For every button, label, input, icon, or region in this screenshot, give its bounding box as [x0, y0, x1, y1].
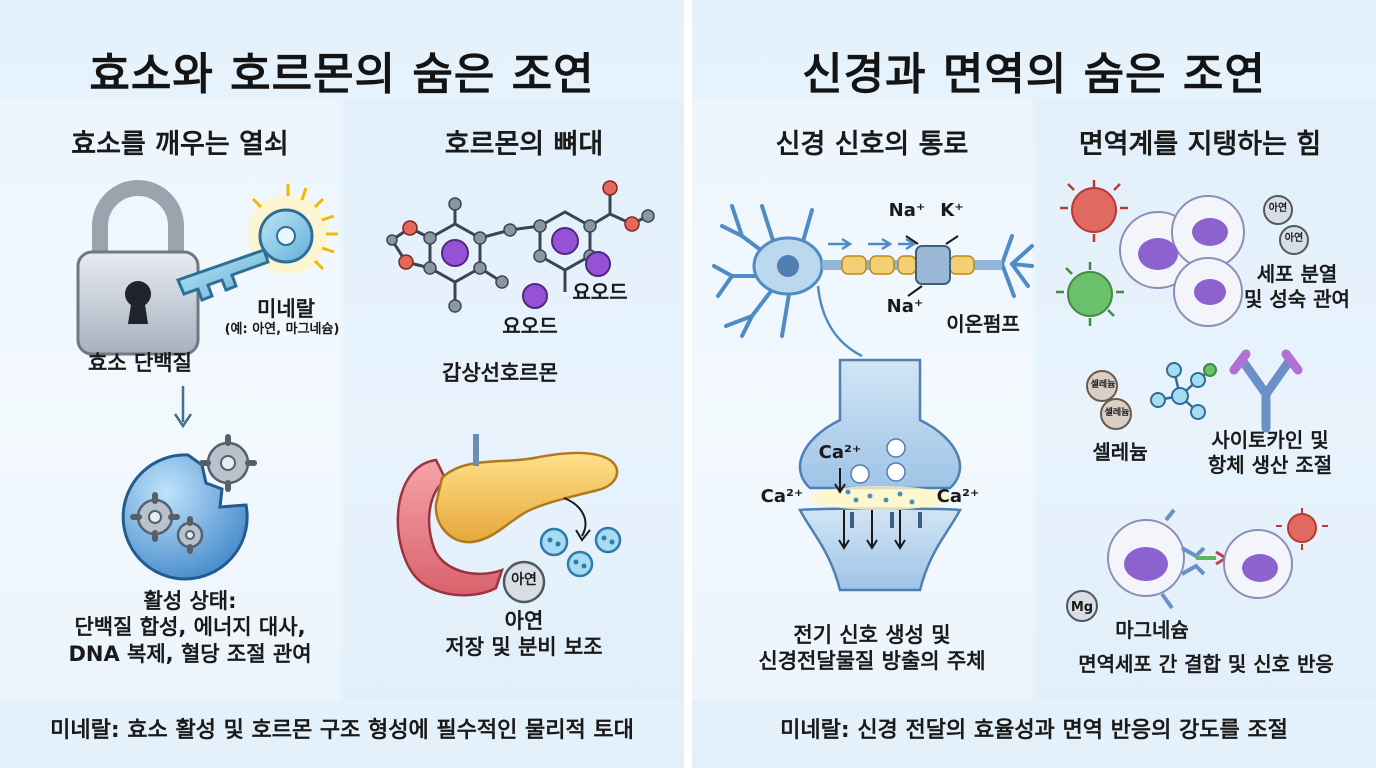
neuron-illustration: [712, 204, 1034, 358]
thyroid-molecule-illustration: [386, 180, 655, 313]
active-state-line-2: 단백질 합성, 에너지 대사,: [74, 615, 306, 640]
zinc-badges-icons: [1263, 195, 1309, 255]
k-top-label: K⁺: [940, 200, 964, 221]
cell-division-line-1: 세포 분열: [1256, 262, 1338, 286]
enzyme-gears-illustration: [121, 434, 257, 581]
mineral-example: (예: 아연, 마그네슘): [224, 322, 340, 337]
pancreas-illustration: [396, 434, 622, 604]
cytokine-line-1: 사이토카인 및: [1211, 428, 1329, 452]
neuro-caption: 전기 신호 생성 및 신경전달물질 방출의 주체: [722, 622, 1022, 675]
immune-interaction-label: 면역세포 간 결합 및 신호 반응: [1078, 652, 1334, 676]
right-col2-heading: 면역계를 지탱하는 힘: [1078, 129, 1322, 160]
left-col1-heading: 효소를 깨우는 열쇠: [71, 129, 289, 160]
cell-division-line-2: 및 성숙 관여: [1244, 287, 1350, 311]
down-arrow: [173, 386, 193, 429]
selenium-cytokine-illustration: [1086, 349, 1303, 433]
zinc-badge-1: 아연: [1268, 203, 1288, 214]
right-panel: 신경과 면역의 숨은 조연 신경 신호의 통로 면역계를 지탱하는 힘 Na⁺ …: [692, 0, 1376, 768]
neuro-caption-line-2: 신경전달물질 방출의 주체: [758, 649, 986, 674]
neuro-caption-line-1: 전기 신호 생성 및: [793, 623, 951, 647]
cytokine-line-2: 항체 생산 조절: [1207, 453, 1333, 477]
zinc-badge-2: 아연: [1284, 233, 1304, 244]
lock-key-illustration: [76, 180, 338, 356]
right-col1-heading: 신경 신호의 통로: [775, 129, 969, 160]
thyroid-hormone-label: 갑상선호르몬: [442, 361, 558, 385]
ca-label-3: Ca²⁺: [936, 486, 980, 507]
mineral-label: 미네랄: [257, 297, 315, 321]
left-col2-heading: 호르몬의 뼈대: [444, 129, 604, 160]
ion-pump-label: 이온펌프: [946, 312, 1020, 336]
left-footer: 미네랄: 효소 활성 및 호르몬 구조 형성에 필수적인 물리적 토대: [50, 718, 634, 743]
right-title: 신경과 면역의 숨은 조연: [802, 49, 1266, 100]
immune-interaction-illustration: [1066, 508, 1328, 622]
active-state-line-1: 활성 상태:: [143, 589, 237, 613]
iodine-label-2: 요오드: [502, 314, 558, 338]
left-panel: 효소와 호르몬의 숨은 조연 효소를 깨우는 열쇠 호르몬의 뼈대: [0, 0, 684, 768]
immune-cells-illustration: [1056, 180, 1245, 327]
synapse-illustration: [798, 358, 962, 592]
selenium-badge-1: 셀레늄: [1090, 380, 1116, 390]
ca-label-2: Ca²⁺: [760, 486, 804, 507]
mg-badge: Mg: [1070, 600, 1094, 615]
enzyme-protein-label: 효소 단백질: [88, 351, 192, 375]
active-state-line-3: DNA 복제, 혈당 조절 관여: [68, 641, 312, 666]
magnesium-label: 마그네슘: [1115, 618, 1189, 642]
active-state-text: 활성 상태: 단백질 합성, 에너지 대사, DNA 복제, 혈당 조절 관여: [40, 588, 340, 667]
cell-division-text: 세포 분열 및 성숙 관여: [1232, 262, 1362, 312]
zinc-badge: 아연: [511, 572, 537, 588]
zinc-line-2: 저장 및 분비 보조: [445, 635, 603, 660]
na-top-label: Na⁺: [888, 200, 926, 221]
na-bottom-label: Na⁺: [886, 296, 924, 317]
left-title: 효소와 호르몬의 숨은 조연: [89, 49, 595, 100]
ca-label-1: Ca²⁺: [818, 442, 862, 463]
selenium-label: 셀레늄: [1092, 440, 1148, 464]
zinc-text: 아연 저장 및 분비 보조: [404, 608, 644, 661]
cytokine-text: 사이토카인 및 항체 생산 조절: [1190, 428, 1350, 478]
right-footer: 미네랄: 신경 전달의 효율성과 면역 반응의 강도를 조절: [780, 718, 1288, 743]
iodine-label-1: 요오드: [572, 280, 628, 304]
zinc-line-1: 아연: [504, 609, 544, 633]
selenium-badge-2: 셀레늄: [1104, 408, 1130, 418]
